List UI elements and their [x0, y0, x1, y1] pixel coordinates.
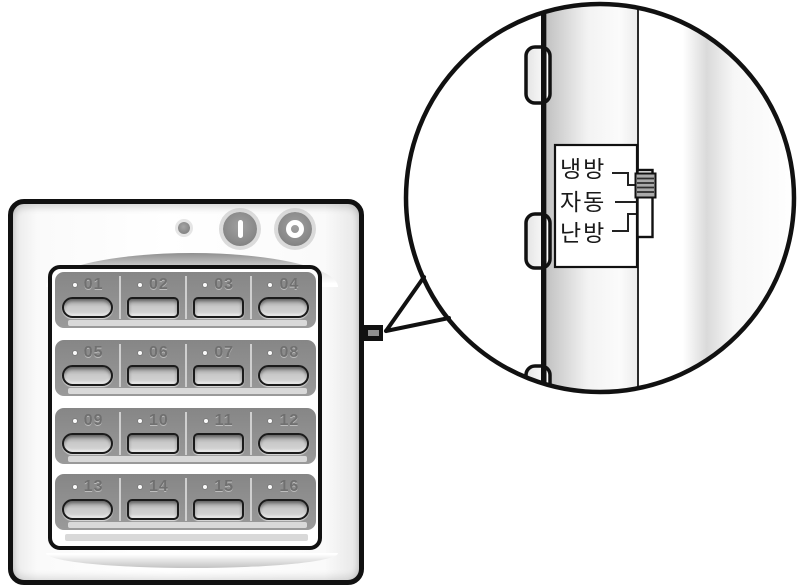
row-highlight-strip — [68, 320, 307, 326]
power-on-bar-icon — [237, 220, 243, 238]
power-off-button[interactable] — [278, 212, 312, 246]
controller-device: 01 02 03 04 05 — [8, 199, 364, 585]
channel-led-icon — [202, 350, 209, 356]
row-highlight-strip — [68, 522, 307, 528]
channel-button-04[interactable] — [257, 297, 309, 318]
channel-led-icon — [202, 484, 209, 490]
channel-led-icon — [71, 418, 78, 424]
channel-led-icon — [267, 418, 274, 424]
channel-cell-07: 07 — [184, 340, 251, 396]
mounting-tab-icon — [524, 364, 552, 392]
status-led-icon — [178, 222, 190, 234]
channel-button-03[interactable] — [192, 297, 244, 318]
channel-number: 01 — [83, 276, 104, 293]
channel-number: 09 — [83, 412, 104, 429]
channel-led-icon — [136, 350, 143, 356]
channel-cell-04: 04 — [249, 272, 316, 328]
channel-cell-10: 10 — [119, 408, 185, 464]
channel-number: 14 — [148, 478, 169, 495]
channel-cell-16: 16 — [249, 474, 316, 530]
channel-led-icon — [71, 484, 78, 490]
mode-label-heating: 난방 — [560, 220, 607, 246]
keypad-bottom-strip — [65, 534, 308, 541]
channel-led-icon — [202, 418, 209, 424]
channel-number: 13 — [83, 478, 104, 495]
channel-button-15[interactable] — [192, 499, 244, 520]
channel-button-09[interactable] — [62, 433, 114, 454]
channel-cell-02: 02 — [119, 272, 185, 328]
channel-number: 07 — [214, 344, 235, 361]
channel-row-4: 13 14 15 16 — [55, 474, 316, 530]
channel-number: 06 — [148, 344, 169, 361]
channel-led-icon — [136, 484, 143, 490]
channel-number: 08 — [279, 344, 300, 361]
channel-number: 04 — [279, 276, 300, 293]
channel-cell-01: 01 — [55, 272, 120, 328]
device-front-surface — [638, 4, 794, 392]
channel-led-icon — [136, 418, 143, 424]
channel-led-icon — [267, 350, 274, 356]
device-edge-line — [541, 4, 547, 392]
mounting-tab-icon — [524, 45, 552, 105]
channel-row-1: 01 02 03 04 — [55, 272, 316, 328]
mode-label-connectors — [612, 172, 636, 232]
device-seam-line — [637, 4, 639, 392]
channel-number: 15 — [214, 478, 235, 495]
slide-switch-knob-icon[interactable] — [634, 172, 657, 199]
channel-keypad: 01 02 03 04 05 — [48, 265, 322, 550]
mode-label-auto: 자동 — [560, 189, 607, 215]
channel-led-icon — [71, 350, 78, 356]
channel-row-2: 05 06 07 08 — [55, 340, 316, 396]
channel-button-01[interactable] — [62, 297, 114, 318]
channel-led-icon — [267, 484, 274, 490]
channel-number: 02 — [148, 276, 169, 293]
mode-label-cooling: 냉방 — [560, 156, 607, 182]
channel-row-3: 09 10 11 12 — [55, 408, 316, 464]
channel-button-10[interactable] — [127, 433, 179, 454]
channel-led-icon — [267, 282, 274, 288]
channel-cell-12: 12 — [249, 408, 316, 464]
callout-tail-outline — [384, 275, 451, 333]
channel-cell-11: 11 — [184, 408, 251, 464]
channel-button-06[interactable] — [127, 365, 179, 386]
callout-tail-fill — [386, 279, 445, 331]
channel-led-icon — [136, 282, 143, 288]
channel-cell-13: 13 — [55, 474, 120, 530]
channel-button-16[interactable] — [257, 499, 309, 520]
channel-button-13[interactable] — [62, 499, 114, 520]
channel-number: 16 — [279, 478, 300, 495]
row-highlight-strip — [68, 388, 307, 394]
channel-led-icon — [202, 282, 209, 288]
mounting-tab-icon — [524, 212, 552, 270]
channel-button-11[interactable] — [192, 433, 244, 454]
channel-button-07[interactable] — [192, 365, 244, 386]
channel-number: 10 — [148, 412, 169, 429]
channel-button-12[interactable] — [257, 433, 309, 454]
channel-button-05[interactable] — [62, 365, 114, 386]
channel-cell-09: 09 — [55, 408, 120, 464]
keypad-bottom-shading — [46, 553, 338, 568]
channel-button-14[interactable] — [127, 499, 179, 520]
channel-cell-08: 08 — [249, 340, 316, 396]
channel-number: 12 — [279, 412, 300, 429]
channel-button-02[interactable] — [127, 297, 179, 318]
channel-led-icon — [71, 282, 78, 288]
channel-cell-15: 15 — [184, 474, 251, 530]
channel-cell-14: 14 — [119, 474, 185, 530]
channel-cell-03: 03 — [184, 272, 251, 328]
channel-cell-06: 06 — [119, 340, 185, 396]
channel-number: 11 — [214, 412, 234, 429]
channel-number: 05 — [83, 344, 104, 361]
slide-switch-slot-icon — [368, 330, 379, 336]
channel-number: 03 — [214, 276, 235, 293]
side-mode-switch[interactable] — [363, 325, 383, 341]
power-off-ring-icon — [286, 220, 304, 238]
row-highlight-strip — [68, 456, 307, 462]
channel-button-08[interactable] — [257, 365, 309, 386]
power-on-button[interactable] — [223, 212, 257, 246]
channel-cell-05: 05 — [55, 340, 120, 396]
